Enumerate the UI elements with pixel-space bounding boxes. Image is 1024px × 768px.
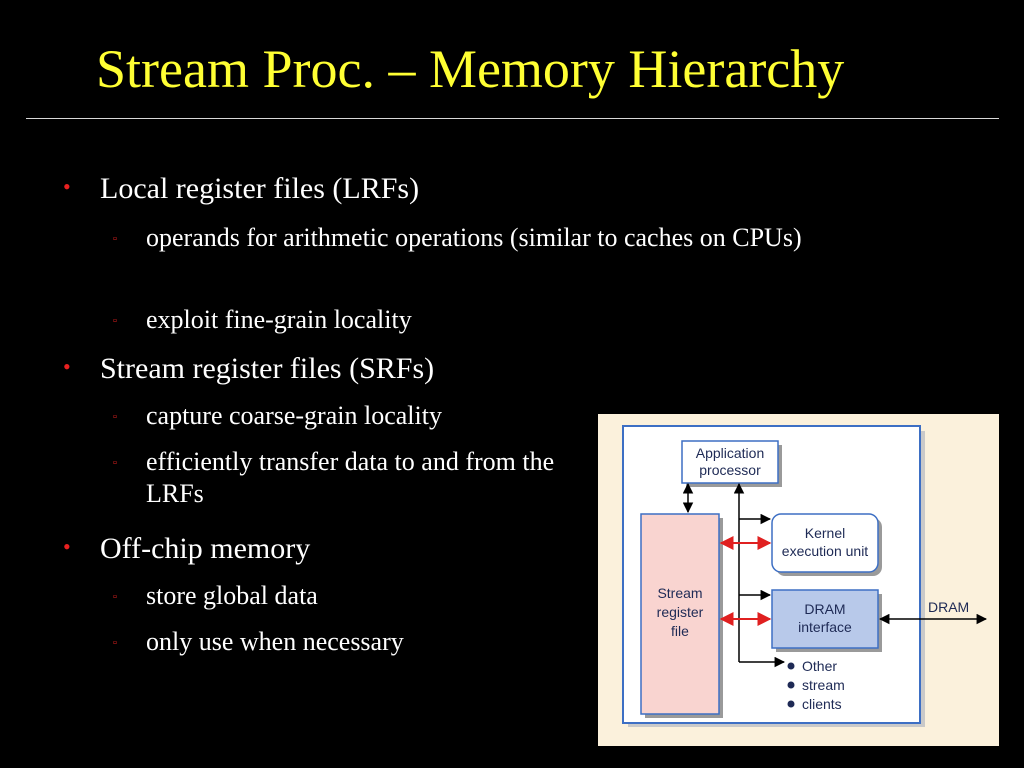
client-dot <box>787 681 795 689</box>
other-clients-label-1: Other <box>802 658 837 674</box>
sub-bullet-marker: ▫ <box>113 315 117 327</box>
bullet-text: Off-chip memory <box>100 532 311 565</box>
bullet-marker: • <box>63 534 71 559</box>
srf-label-3: file <box>671 623 689 639</box>
memory-hierarchy-diagram: Application processor Stream register fi… <box>598 414 999 746</box>
dram-interface-box <box>771 589 879 649</box>
sub-bullet: ▫ capture coarse-grain locality <box>113 400 586 432</box>
sub-bullet: ▫ efficiently transfer data to and from … <box>113 446 566 510</box>
bullet-srf: • Stream register files (SRFs) <box>63 352 435 385</box>
dram-label: DRAM <box>928 599 969 615</box>
stream-register-file-box <box>640 513 720 715</box>
dram-interface-label-2: interface <box>798 619 852 635</box>
bullet-text: Stream register files (SRFs) <box>100 352 435 385</box>
sub-bullet-marker: ▫ <box>113 637 117 649</box>
client-dot <box>787 700 795 708</box>
bullet-marker: • <box>63 174 71 199</box>
application-processor-label-2: processor <box>699 462 761 478</box>
sub-bullet-text: only use when necessary <box>146 627 404 656</box>
other-clients-label-2: stream <box>802 677 845 693</box>
dram-interface-label-1: DRAM <box>804 601 845 617</box>
kernel-label-2: execution unit <box>782 543 869 559</box>
client-dot <box>787 662 795 670</box>
sub-bullet-text: store global data <box>146 581 318 610</box>
sub-bullet-marker: ▫ <box>113 591 117 603</box>
bullet-marker: • <box>63 354 71 379</box>
bullet-text: Local register files (LRFs) <box>100 172 420 205</box>
srf-label-1: Stream <box>657 585 702 601</box>
sub-bullet-text: efficiently transfer data to and from th… <box>146 447 555 508</box>
application-processor-box <box>681 440 779 484</box>
bullet-off-chip: • Off-chip memory <box>63 532 311 565</box>
slide-title: Stream Proc. – Memory Hierarchy <box>96 39 845 99</box>
sub-bullet-text: operands for arithmetic operations (simi… <box>146 223 802 252</box>
sub-bullet-marker: ▫ <box>113 233 117 245</box>
title-divider <box>26 118 999 119</box>
sub-bullet: ▫ only use when necessary <box>113 626 566 658</box>
srf-label-2: register <box>657 604 704 620</box>
sub-bullet: ▫ store global data <box>113 580 566 612</box>
sub-bullet-text: capture coarse-grain locality <box>146 401 442 430</box>
application-processor-label-1: Application <box>696 445 765 461</box>
sub-bullet: ▫ exploit fine-grain locality <box>113 304 936 336</box>
sub-bullet: ▫ operands for arithmetic operations (si… <box>113 222 936 254</box>
other-clients-label-3: clients <box>802 696 842 712</box>
bullet-lrf: • Local register files (LRFs) <box>63 172 420 205</box>
sub-bullet-marker: ▫ <box>113 457 117 469</box>
kernel-execution-unit-box <box>771 513 879 573</box>
sub-bullet-marker: ▫ <box>113 411 117 423</box>
kernel-label-1: Kernel <box>805 525 845 541</box>
sub-bullet-text: exploit fine-grain locality <box>146 305 412 334</box>
